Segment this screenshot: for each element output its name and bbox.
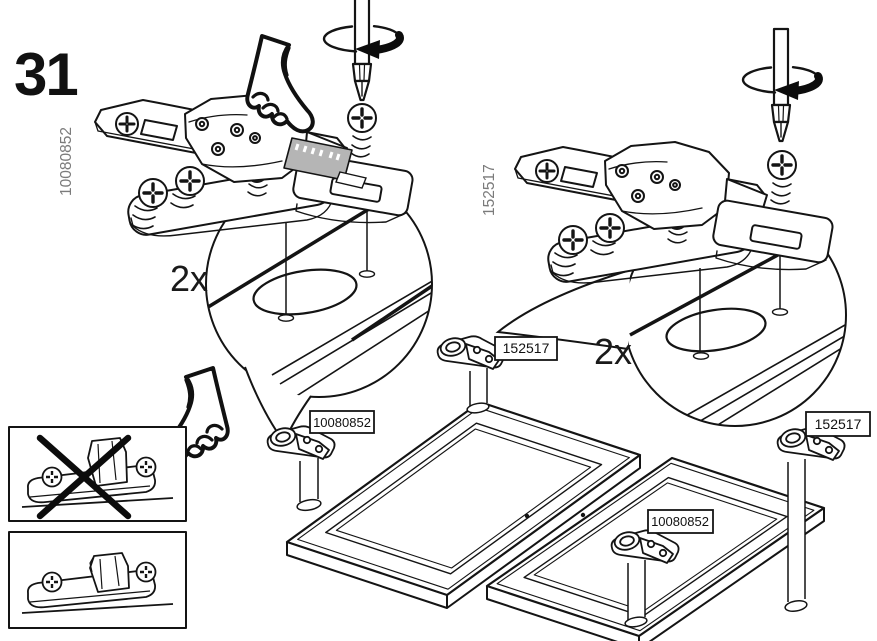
part-tag-label: 152517	[815, 416, 862, 432]
correct-usage-box	[8, 531, 187, 629]
x-mark-icon	[36, 434, 132, 520]
mini-hinge-p1-top	[266, 424, 336, 512]
hinge-seated	[89, 552, 130, 593]
part-tag-label: 10080852	[651, 514, 709, 529]
pilot-hole	[358, 270, 376, 278]
part-number-vertical-right: 152517	[481, 164, 498, 216]
part-tag-p1-top: 10080852	[309, 410, 375, 434]
part-tag-label: 10080852	[313, 415, 371, 430]
part-number-vertical-left: 10080852	[58, 127, 75, 196]
part-tag-p2-front: 10080852	[647, 509, 714, 534]
ikea-sticker	[283, 137, 367, 189]
mini-hinge-p2-side	[776, 425, 846, 613]
quantity-label-right: 2x	[594, 331, 632, 372]
pilot-hole	[771, 308, 789, 316]
pilot-dot	[524, 513, 530, 519]
bubble-tail	[495, 269, 631, 350]
screwdriver-icon-right	[743, 29, 819, 141]
part-tag-p2-side: 152517	[805, 411, 871, 437]
step-number: 31	[14, 41, 77, 108]
quantity-label-left: 2x	[170, 258, 208, 299]
part-tag-p1-corner: 152517	[494, 336, 558, 361]
part-tag-label: 152517	[503, 340, 550, 356]
pilot-hole	[692, 352, 710, 360]
door-panel-1	[285, 400, 642, 609]
pilot-hole	[277, 314, 295, 322]
mini-hinge-p2-front	[610, 528, 680, 628]
screwdriver-icon-left	[324, 0, 400, 100]
cup-hole	[252, 268, 358, 316]
mini-hinge-p1-corner	[436, 334, 506, 414]
cup-hole	[665, 307, 767, 353]
pilot-dot	[580, 512, 586, 518]
wrong-usage-box	[8, 426, 187, 522]
